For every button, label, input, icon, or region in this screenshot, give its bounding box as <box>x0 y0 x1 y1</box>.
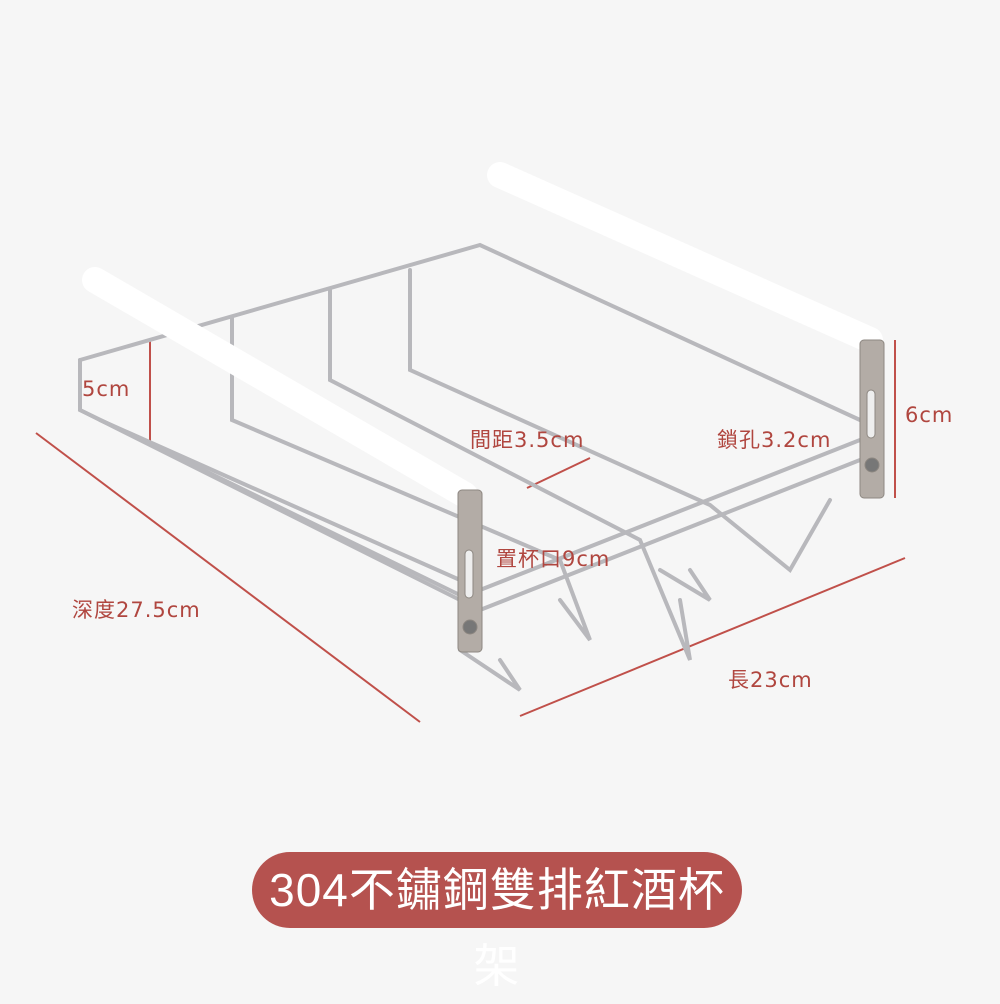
rack-frame <box>78 242 862 692</box>
white-rails <box>82 162 883 508</box>
depth-label: 深度27.5cm <box>72 598 201 622</box>
lock-hole-label: 鎖孔3.2cm <box>717 428 832 452</box>
length-label: 長23cm <box>728 668 813 692</box>
spacing-label: 間距3.5cm <box>470 428 585 452</box>
height-right-label: 6cm <box>905 403 954 427</box>
cup-opening-label: 置杯口9cm <box>496 547 611 571</box>
height-left-label: 5cm <box>82 377 131 401</box>
mounting-brackets <box>457 339 885 653</box>
product-title-banner: 304不鏽鋼雙排紅酒杯架 <box>252 852 742 992</box>
dimension-lines <box>35 340 906 723</box>
